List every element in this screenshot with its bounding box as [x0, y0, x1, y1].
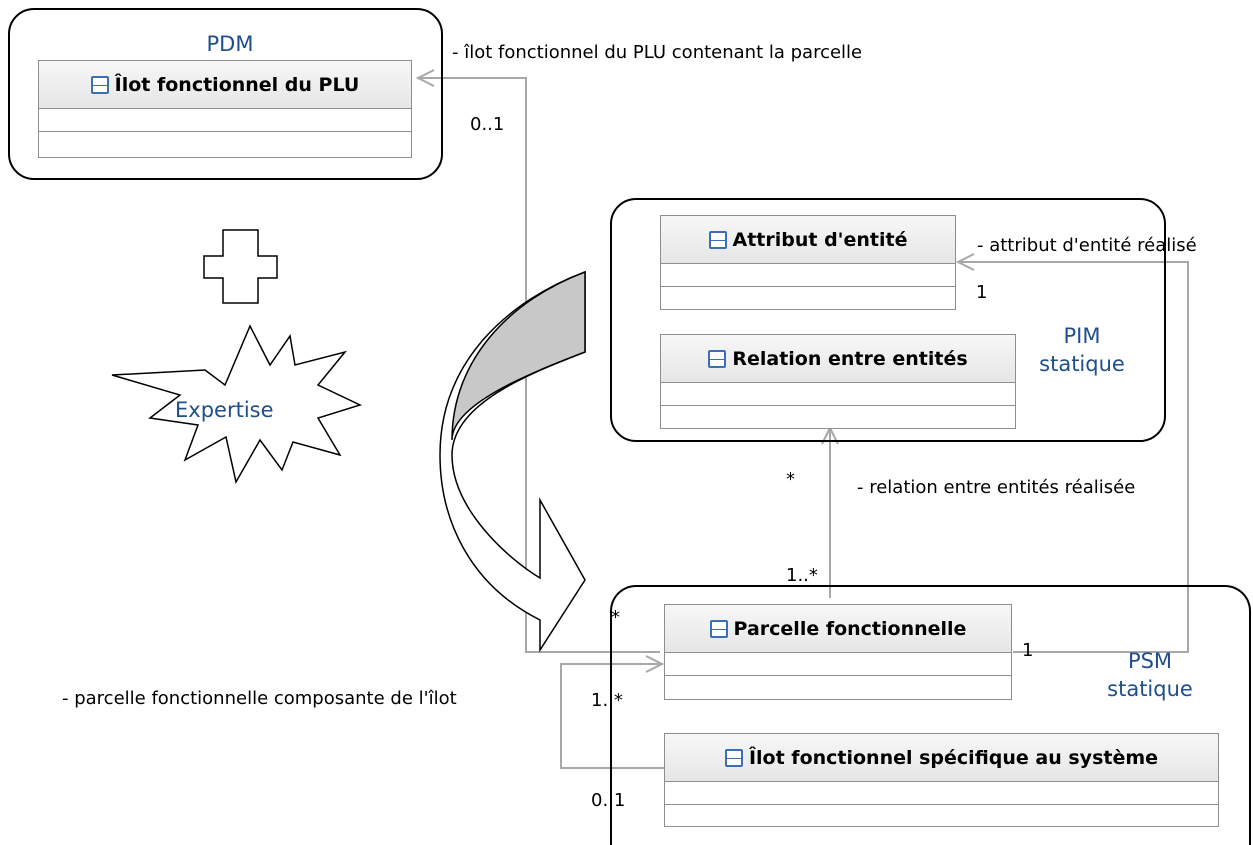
class-relation-attributes — [661, 383, 1015, 406]
mult-parcelle-plu: * — [611, 607, 620, 628]
plus-cross-shape — [203, 229, 278, 304]
arrowhead-composante — [645, 655, 665, 673]
class-icon — [709, 619, 728, 638]
mult-ilot-systeme: 0..1 — [591, 790, 626, 811]
pim-label-line2: statique — [1039, 352, 1125, 376]
arrowhead-ilot-plu — [415, 69, 435, 87]
class-attribut-attributes — [661, 264, 955, 287]
pdm-group — [8, 8, 443, 180]
class-parcelle-attributes — [665, 653, 1011, 676]
role-attribut: - attribut d'entité réalisé — [977, 235, 1197, 256]
class-icon — [708, 230, 727, 249]
psm-label: PSM statique — [1090, 647, 1210, 703]
class-attribut-operations — [661, 287, 955, 309]
class-ilot-systeme-operations — [665, 805, 1218, 827]
mult-parcelle-relation: 1..* — [786, 565, 818, 586]
expertise-star-shape — [111, 324, 363, 485]
arrowhead-attribut — [955, 253, 975, 271]
mult-ilot-plu: 0..1 — [470, 114, 505, 135]
class-relation-header: Relation entre entités — [661, 335, 1015, 383]
class-attribut[interactable]: Attribut d'entité — [660, 215, 956, 310]
class-icon — [708, 349, 727, 368]
class-ilot-plu-attributes — [39, 109, 411, 132]
class-ilot-plu[interactable]: Îlot fonctionnel du PLU — [38, 60, 412, 158]
class-icon — [724, 748, 743, 767]
class-ilot-plu-operations — [39, 132, 411, 154]
class-ilot-plu-header: Îlot fonctionnel du PLU — [39, 61, 411, 109]
class-relation[interactable]: Relation entre entités — [660, 334, 1016, 429]
assoc-parcelle-attribut — [958, 261, 1189, 653]
class-ilot-systeme-title: Îlot fonctionnel spécifique au système — [748, 746, 1159, 769]
psm-label-line2: statique — [1107, 677, 1193, 701]
mult-parcelle-attribut: 1 — [1022, 640, 1034, 661]
psm-group — [610, 585, 1251, 845]
class-parcelle[interactable]: Parcelle fonctionnelle — [664, 604, 1012, 700]
class-ilot-systeme-header: Îlot fonctionnel spécifique au système — [665, 734, 1218, 782]
role-composante: - parcelle fonctionnelle composante de l… — [62, 688, 457, 709]
mult-relation: * — [786, 469, 795, 490]
class-parcelle-title: Parcelle fonctionnelle — [733, 617, 967, 640]
mult-attribut: 1 — [976, 282, 988, 303]
class-attribut-title: Attribut d'entité — [732, 228, 908, 251]
psm-label-line1: PSM — [1127, 649, 1173, 673]
class-relation-title: Relation entre entités — [732, 347, 968, 370]
pim-label: PIM statique — [1022, 322, 1142, 378]
pim-label-line1: PIM — [1063, 324, 1101, 348]
role-relation: - relation entre entités réalisée — [857, 477, 1136, 498]
curved-arrow-shade — [451, 270, 586, 441]
class-ilot-systeme-attributes — [665, 782, 1218, 805]
class-ilot-systeme[interactable]: Îlot fonctionnel spécifique au système — [664, 733, 1219, 827]
class-attribut-header: Attribut d'entité — [661, 216, 955, 264]
expertise-label: Expertise — [175, 398, 274, 422]
class-parcelle-header: Parcelle fonctionnelle — [665, 605, 1011, 653]
role-ilot-plu: - îlot fonctionnel du PLU contenant la p… — [452, 42, 863, 63]
pdm-label: PDM — [206, 32, 254, 56]
class-relation-operations — [661, 406, 1015, 428]
pim-group — [610, 198, 1166, 442]
class-parcelle-operations — [665, 676, 1011, 698]
class-icon — [90, 75, 109, 94]
class-ilot-plu-title: Îlot fonctionnel du PLU — [114, 73, 360, 96]
mult-composante: 1..* — [591, 690, 623, 711]
